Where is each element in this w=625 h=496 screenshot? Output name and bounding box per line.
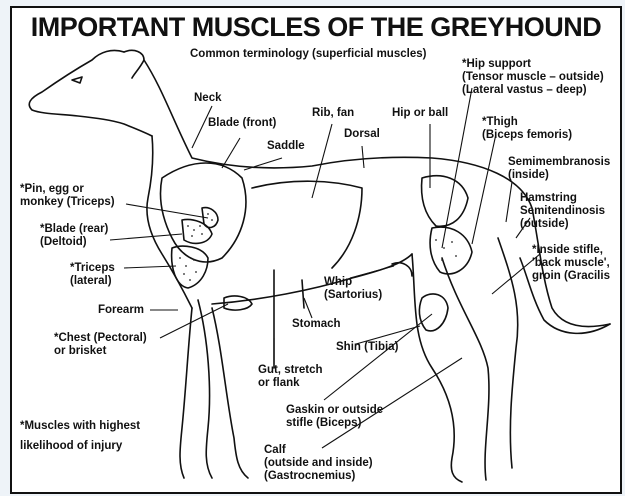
label-triceps-line1: *Triceps (70, 262, 115, 275)
label-hamstring-line3: (outside) (520, 218, 605, 231)
label-injury-line2: likelihood of injury (20, 436, 140, 456)
label-whip-line1: Whip (324, 276, 382, 289)
label-neck: Neck (194, 92, 222, 105)
label-thigh-line1: *Thigh (482, 116, 572, 129)
label-hip-support: *Hip support (Tensor muscle – outside) (… (462, 58, 604, 97)
diagram-frame: IMPORTANT MUSCLES OF THE GREYHOUND Commo… (10, 6, 622, 494)
label-gaskin-line1: Gaskin or outside (286, 404, 383, 417)
label-hip-support-line1: *Hip support (462, 58, 604, 71)
label-inside-stifle: *Inside stifle, 'back muscle', groin (Gr… (532, 244, 610, 283)
label-rib-fan: Rib, fan (312, 107, 354, 120)
label-calf: Calf (outside and inside) (Gastrocnemius… (264, 444, 373, 483)
muscle-region-rib (252, 181, 362, 268)
label-calf-line3: (Gastrocnemius) (264, 470, 373, 483)
label-blade-rear-line1: *Blade (rear) (40, 223, 108, 236)
leader-semimembranosis (506, 182, 512, 222)
muscle-region-thigh (430, 227, 472, 274)
label-pin-egg-monkey: *Pin, egg or monkey (Triceps) (20, 183, 115, 209)
leader-pin (126, 204, 208, 218)
greyhound-far-front-leg (212, 308, 248, 478)
muscle-region-triceps (172, 246, 208, 288)
leader-dorsal (362, 146, 364, 168)
muscle-region-hip (422, 176, 468, 226)
label-thigh: *Thigh (Biceps femoris) (482, 116, 572, 142)
leader-calf (322, 358, 462, 448)
label-hamstring-line1: Hamstring (520, 192, 605, 205)
diagram-title: IMPORTANT MUSCLES OF THE GREYHOUND (12, 12, 620, 43)
label-hamstring-line2: Semitendinosis (520, 205, 605, 218)
label-inside-stifle-line1: *Inside stifle, (532, 244, 610, 257)
label-hip-support-line3: (Lateral vastus – deep) (462, 84, 604, 97)
label-semimembranosis-line1: Semimembranosis (508, 156, 610, 169)
muscle-region-stomach (302, 280, 304, 308)
label-hip-or-ball: Hip or ball (392, 107, 448, 120)
label-saddle: Saddle (267, 140, 305, 153)
label-gaskin: Gaskin or outside stifle (Biceps) (286, 404, 383, 430)
label-gaskin-line2: stifle (Biceps) (286, 417, 383, 430)
label-triceps-line2: (lateral) (70, 275, 115, 288)
leader-thigh (472, 134, 496, 244)
label-injury-footnote: *Muscles with highest likelihood of inju… (20, 416, 140, 456)
leader-stomach (304, 298, 312, 318)
label-chest-line2: or brisket (54, 345, 147, 358)
label-gut-stretch-flank: Gut, stretch or flank (258, 364, 323, 390)
label-semimembranosis-line2: (inside) (508, 169, 610, 182)
greyhound-front-leg (180, 300, 212, 478)
label-chest-line1: *Chest (Pectoral) (54, 332, 147, 345)
label-gut-line2: or flank (258, 377, 323, 390)
label-chest: *Chest (Pectoral) or brisket (54, 332, 147, 358)
leader-blade-front (222, 138, 240, 168)
label-injury-line1: *Muscles with highest (20, 416, 140, 436)
greyhound-throat (147, 136, 192, 308)
label-whip-line2: (Sartorius) (324, 289, 382, 302)
label-inside-stifle-line3: groin (Gracilis (532, 270, 610, 283)
leader-triceps (124, 266, 176, 268)
label-hamstring: Hamstring Semitendinosis (outside) (520, 192, 605, 231)
label-pin-line1: *Pin, egg or (20, 183, 115, 196)
label-calf-line2: (outside and inside) (264, 457, 373, 470)
label-triceps: *Triceps (lateral) (70, 262, 115, 288)
label-blade-rear: *Blade (rear) (Deltoid) (40, 223, 108, 249)
muscle-region-gaskin (419, 294, 448, 331)
label-blade-rear-line2: (Deltoid) (40, 236, 108, 249)
label-hip-support-line2: (Tensor muscle – outside) (462, 71, 604, 84)
diagram-subtitle: Common terminology (superficial muscles) (190, 48, 426, 60)
leader-rib (312, 124, 332, 198)
greyhound-hind-leg (412, 254, 489, 482)
muscle-region-blade-rear (182, 220, 212, 244)
label-shin: Shin (Tibia) (336, 341, 398, 354)
label-semimembranosis: Semimembranosis (inside) (508, 156, 610, 182)
greyhound-eye (72, 77, 82, 83)
leader-lines (110, 88, 540, 448)
label-calf-line1: Calf (264, 444, 373, 457)
label-stomach: Stomach (292, 318, 341, 331)
greyhound-head-outline (29, 50, 152, 136)
label-dorsal: Dorsal (344, 128, 380, 141)
label-forearm: Forearm (98, 304, 144, 317)
label-inside-stifle-line2: 'back muscle', (532, 257, 610, 270)
greyhound-far-hind-leg (498, 238, 518, 468)
label-blade-front: Blade (front) (208, 117, 276, 130)
label-gut-line1: Gut, stretch (258, 364, 323, 377)
stipple-injury-areas (179, 213, 457, 281)
label-thigh-line2: (Biceps femoris) (482, 129, 572, 142)
label-whip: Whip (Sartorius) (324, 276, 382, 302)
greyhound-ear (124, 50, 144, 78)
label-pin-line2: monkey (Triceps) (20, 196, 115, 209)
